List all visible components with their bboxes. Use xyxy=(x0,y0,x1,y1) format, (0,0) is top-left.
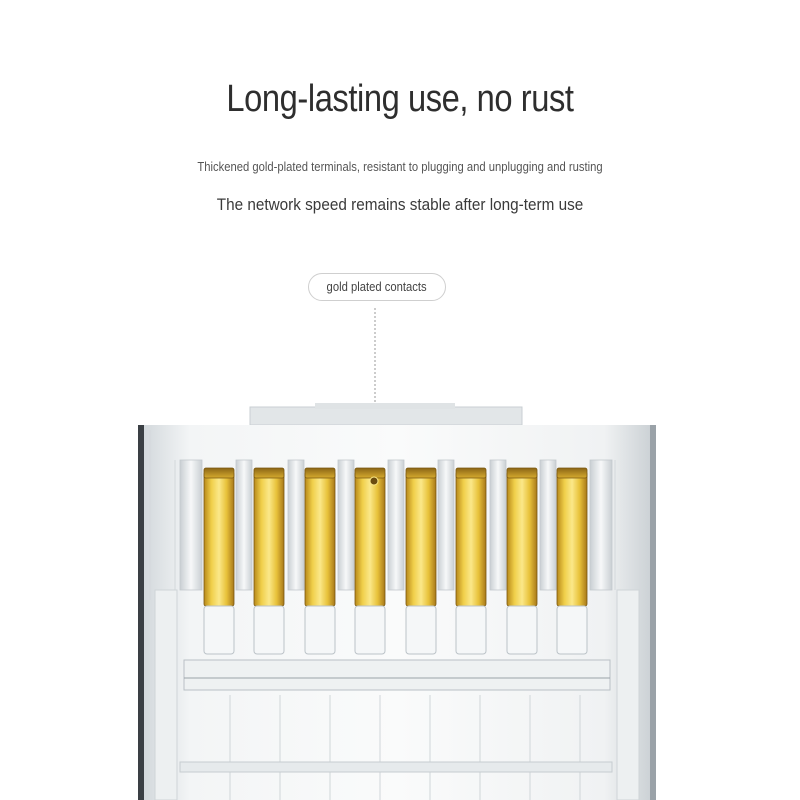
callout-pointer-dot xyxy=(369,476,379,486)
rj45-connector-image xyxy=(138,308,656,800)
contact-6 xyxy=(455,467,487,607)
contact-8 xyxy=(556,467,588,607)
subtitle-large: The network speed remains stable after l… xyxy=(216,195,584,214)
callout-badge: gold plated contacts xyxy=(308,273,446,301)
contact-7 xyxy=(506,467,538,607)
headline: Long-lasting use, no rust xyxy=(226,78,574,120)
contact-5 xyxy=(405,467,437,607)
contact-1 xyxy=(203,467,235,607)
subtitle-small: Thickened gold-plated terminals, resista… xyxy=(197,160,603,174)
contact-3 xyxy=(304,467,336,607)
callout-label: gold plated contacts xyxy=(326,280,428,294)
gold-contacts xyxy=(203,467,588,607)
contact-2 xyxy=(253,467,285,607)
contact-4 xyxy=(354,467,386,607)
